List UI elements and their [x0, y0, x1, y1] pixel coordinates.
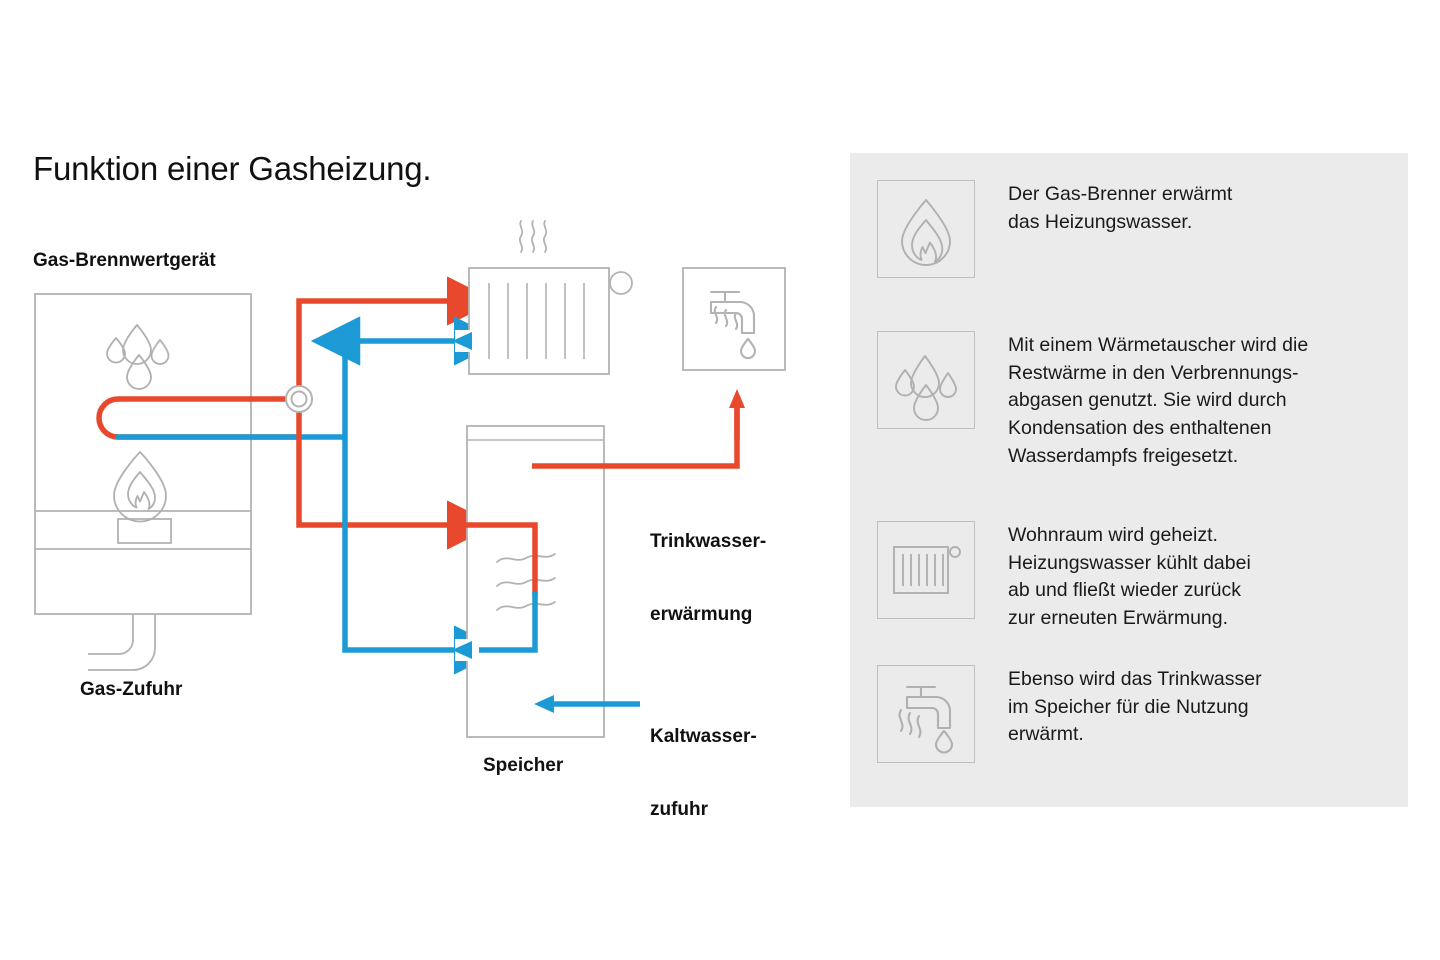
legend-item-heat-exchanger: Mit einem Wärmetauscher wird die Restwär… [877, 331, 1308, 470]
flame-icon [113, 451, 167, 523]
label-dhw-line2: erwärmung [650, 603, 753, 625]
legend-item-radiator: Wohnraum wird geheizt. Heizungswasser kü… [877, 521, 1251, 633]
label-cold-water: Kaltwasser- zufuhr [650, 676, 757, 871]
radiator-icon [468, 220, 633, 375]
water-droplets-icon [106, 324, 170, 390]
heat-waves-icon [518, 220, 548, 253]
legend-item-text: Wohnraum wird geheizt. Heizungswasser kü… [1008, 524, 1251, 630]
label-cold-line2: zufuhr [650, 798, 709, 820]
heating-system-diagram [34, 220, 786, 738]
thermostat-knob [609, 271, 633, 295]
water-droplets-icon [877, 331, 975, 429]
flame-icon [877, 180, 975, 278]
label-dhw-line1: Trinkwasser- [650, 530, 767, 552]
legend-item-text: Ebenso wird das Trinkwasser im Speicher … [1008, 668, 1262, 746]
heating-supply-pipe-red [296, 276, 497, 550]
heating-return-pipe-blue [342, 316, 504, 675]
page-title: Funktion einer Gasheizung. [33, 150, 432, 187]
heat-exchanger-waves-icon [496, 553, 556, 611]
cold-water-arrowhead [534, 695, 554, 713]
hot-water-tap-icon [877, 665, 975, 763]
gas-supply-pipe [88, 614, 156, 671]
legend-item-text: Der Gas-Brenner erwärmt das Heizungswass… [1008, 183, 1233, 233]
circulation-valve-icon[interactable] [285, 385, 313, 413]
boiler-internal-heat-exchanger-pipe [96, 396, 345, 440]
radiator-icon [877, 521, 975, 619]
label-boiler: Gas-Brennwertgerät [33, 250, 216, 271]
legend-panel: Der Gas-Brenner erwärmt das Heizungswass… [850, 153, 1408, 807]
storage-tank [455, 425, 605, 738]
label-dhw: Trinkwasser- erwärmung [650, 481, 766, 676]
legend-item-tap: Ebenso wird das Trinkwasser im Speicher … [877, 665, 1262, 763]
label-gas-supply: Gas-Zufuhr [80, 679, 183, 700]
hot-water-tap-icon [682, 267, 786, 371]
legend-item-gas-burner: Der Gas-Brenner erwärmt das Heizungswass… [877, 180, 1232, 278]
legend-item-text: Mit einem Wärmetauscher wird die Restwär… [1008, 334, 1309, 467]
label-cold-line1: Kaltwasser- [650, 725, 757, 747]
storage-coil-supply [455, 522, 538, 596]
storage-coil-return [462, 592, 538, 653]
control-display [117, 518, 172, 544]
hot-water-arrowhead [729, 389, 745, 408]
label-storage: Speicher [483, 755, 564, 776]
